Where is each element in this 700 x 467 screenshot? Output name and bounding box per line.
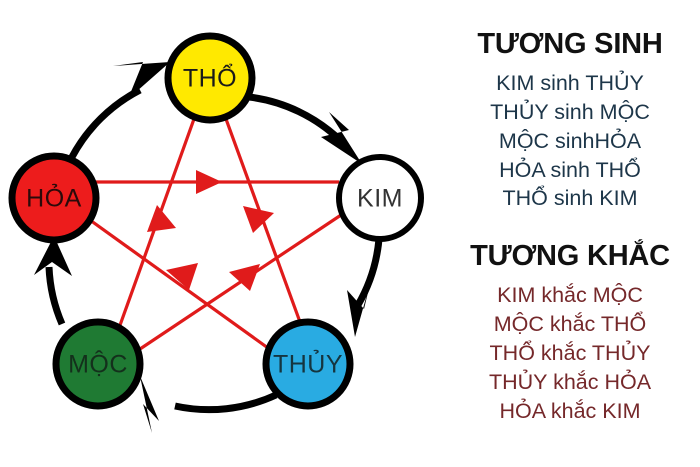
list-item: THỔ khắc THỦY bbox=[489, 341, 651, 366]
tuong-sinh-list: KIM sinh THỦY THỦY sinh MỘC MỘC sinhHỎA … bbox=[440, 69, 700, 213]
generating-arrow-thuy-to-moc-arc bbox=[174, 391, 278, 414]
element-circle-kim[interactable] bbox=[336, 154, 424, 242]
element-label-moc: MỘC bbox=[68, 350, 128, 379]
overcoming-arrowhead-thuy-to-hoa bbox=[229, 264, 260, 291]
tuong-khac-heading: TƯƠNG KHẮC bbox=[470, 240, 670, 273]
element-node-hoa[interactable]: HỎA bbox=[8, 152, 100, 244]
element-circle-tho[interactable] bbox=[164, 32, 256, 124]
list-item: MỘC sinhHỎA bbox=[498, 128, 642, 153]
generating-arrow-hoa-to-tho-arc bbox=[68, 86, 142, 159]
element-node-tho[interactable]: THỔ bbox=[164, 32, 256, 124]
generating-arrowhead-to-moc bbox=[140, 376, 159, 433]
generating-arrowhead-to-hoa bbox=[34, 236, 72, 276]
overcoming-arrowhead-kim-to-moc bbox=[166, 263, 198, 290]
element-label-tho: THỔ bbox=[183, 63, 237, 93]
element-node-kim[interactable]: KIM bbox=[336, 154, 424, 242]
list-item: KIM khắc MỘC bbox=[497, 283, 643, 308]
tuong-sinh-block: TƯƠNG SINH KIM sinh THỦY THỦY sinh MỘC M… bbox=[440, 27, 700, 213]
element-circle-thuy[interactable] bbox=[262, 318, 354, 410]
element-node-thuy[interactable]: THỦY bbox=[262, 318, 354, 410]
element-node-moc[interactable]: MỘC bbox=[52, 318, 144, 410]
wuxing-diagram-panel: THỔ KIM THỦY MỘC HỎA bbox=[8, 32, 424, 433]
overcoming-line-kim-to-moc bbox=[136, 213, 342, 353]
generating-arrow-moc-to-hoa-arc bbox=[45, 266, 66, 326]
generating-arrowhead-to-kim bbox=[321, 112, 362, 164]
list-item: HỎA sinh THỔ bbox=[499, 157, 641, 182]
list-item: KIM sinh THỦY bbox=[496, 71, 644, 96]
tuong-khac-list: KIM khắc MỘC MỘC khắc THỔ THỔ khắc THỦY … bbox=[440, 281, 700, 425]
element-label-kim: KIM bbox=[357, 185, 403, 213]
list-item: THỦY sinh MỘC bbox=[490, 100, 650, 125]
generating-arrowhead-to-tho bbox=[113, 62, 170, 99]
overcoming-line-thuy-to-hoa bbox=[82, 213, 269, 350]
tuong-khac-block: TƯƠNG KHẮC KIM khắc MỘC MỘC khắc THỔ THỔ… bbox=[440, 239, 700, 425]
element-circle-hoa[interactable] bbox=[8, 152, 100, 244]
list-item: HỎA khắc KIM bbox=[499, 398, 641, 423]
list-item: THỔ sinh KIM bbox=[502, 186, 638, 211]
list-item: THỦY khắc HỎA bbox=[488, 369, 652, 394]
generating-arrowheads-group bbox=[34, 62, 371, 433]
generating-arrowhead-to-thuy bbox=[347, 280, 371, 337]
list-item: MỘC khắc THỔ bbox=[493, 312, 647, 337]
element-label-thuy: THỦY bbox=[273, 349, 343, 379]
wuxing-diagram: THỔ KIM THỦY MỘC HỎA bbox=[8, 32, 424, 433]
generating-arrow-kim-to-thuy-arc bbox=[354, 238, 383, 307]
element-circle-moc[interactable] bbox=[52, 318, 144, 410]
relationship-lists-panel: TƯƠNG SINH KIM sinh THỦY THỦY sinh MỘC M… bbox=[440, 0, 700, 467]
element-label-hoa: HỎA bbox=[26, 183, 82, 213]
tuong-sinh-heading: TƯƠNG SINH bbox=[477, 28, 663, 60]
overcoming-arrowheads-group bbox=[147, 170, 274, 291]
overcoming-arrowhead-hoa-to-kim bbox=[196, 170, 222, 194]
generating-arrow-tho-to-kim-arc bbox=[248, 93, 344, 144]
overcoming-cycle-group bbox=[82, 118, 342, 353]
overcoming-arrowhead-tho-to-thuy bbox=[243, 206, 274, 233]
overcoming-arrowhead-moc-to-tho bbox=[147, 205, 176, 232]
